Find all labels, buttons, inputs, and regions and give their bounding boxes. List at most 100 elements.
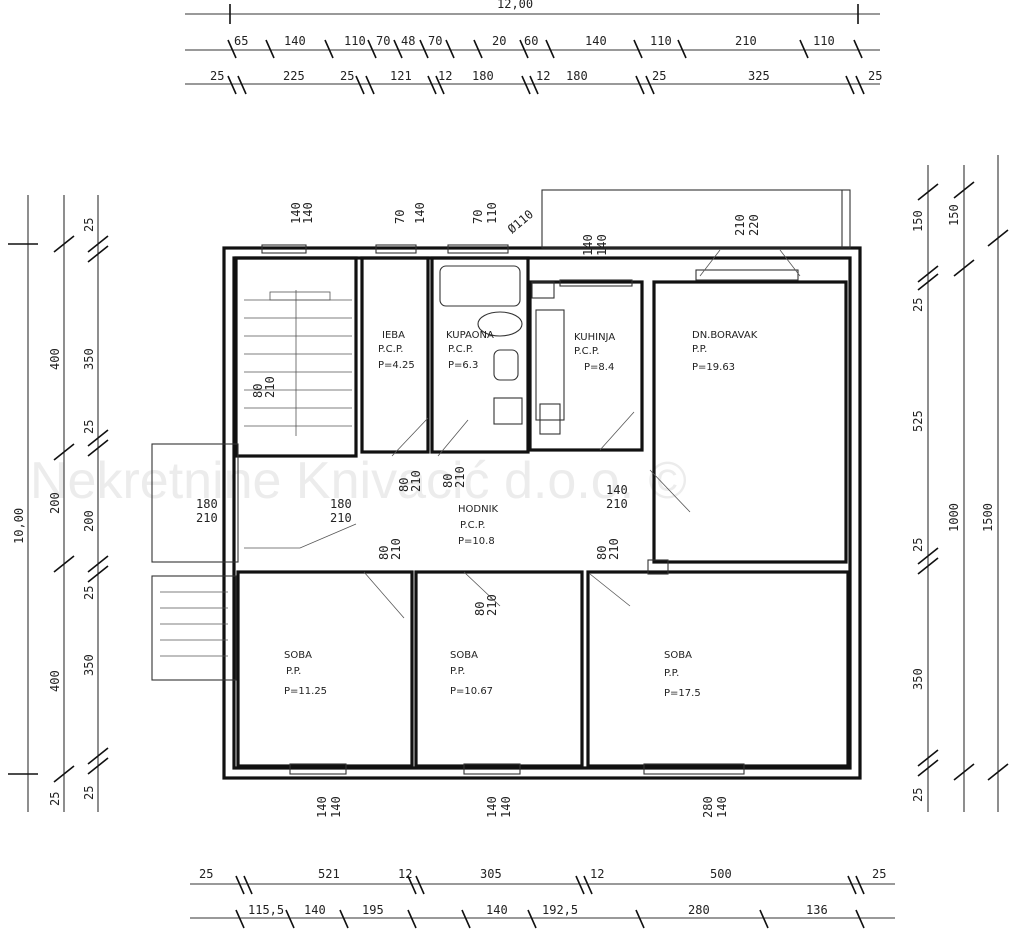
room-area: P=10.67	[450, 686, 493, 697]
room-bedroom-left: SOBA P.P. P=11.25	[284, 650, 327, 697]
dim-label: 140	[606, 483, 628, 497]
room-floor: P.C.P.	[378, 344, 403, 355]
room-area: P=10.8	[458, 536, 495, 547]
dim-label: 210	[330, 511, 352, 525]
dim-label: 525	[911, 410, 925, 432]
dim-label: 140	[284, 34, 306, 48]
opening-labels: 140 140 70 140 70 110 140 140 210 220 14…	[196, 202, 761, 818]
top-dimension-labels: 12,00 65 140 110 70 48 70 20 60 140 110 …	[210, 0, 882, 83]
dim-label: 210	[263, 376, 277, 398]
room-area: P=17.5	[664, 688, 701, 699]
bottom-dimension-lines	[190, 875, 895, 929]
room-floor: P.P.	[286, 666, 301, 677]
dim-label: 110	[485, 202, 499, 224]
dim-label: 12	[398, 867, 412, 881]
door-swings	[244, 249, 801, 619]
dim-label: 140	[485, 796, 499, 818]
dim-label: 12	[590, 867, 604, 881]
dim-label: 115,5	[248, 903, 284, 917]
dim-label: 200	[48, 492, 62, 514]
dim-label: 25	[911, 538, 925, 552]
dim-label: 70	[428, 34, 442, 48]
dim-label: 400	[48, 670, 62, 692]
dim-label: 180	[566, 69, 588, 83]
bottom-dimension-labels: 25 521 12 305 12 500 25 115,5 140 195 14…	[199, 867, 886, 917]
dim-label: 140	[289, 202, 303, 224]
room-floor: P.P.	[450, 666, 465, 677]
dim-label: 25	[199, 867, 213, 881]
room-floor: P.P.	[664, 668, 679, 679]
room-floor: P.C.P.	[574, 346, 599, 357]
room-area: P=11.25	[284, 686, 327, 697]
dim-label: 210	[196, 511, 218, 525]
dim-label: 305	[480, 867, 502, 881]
right-dimension-lines	[917, 155, 1009, 812]
watermark: Nekretnine Knivacić d.o.o. ©	[30, 452, 687, 510]
dim-label: 140	[595, 234, 609, 256]
dim-label: 280	[688, 903, 710, 917]
dim-label: 25	[82, 420, 96, 434]
dim-label: 210	[606, 497, 628, 511]
room-area: P=19.63	[692, 362, 735, 373]
dim-label: 121	[390, 69, 412, 83]
dim-label: 110	[344, 34, 366, 48]
dim-label: 180	[330, 497, 352, 511]
dim-label: 80	[251, 384, 265, 398]
dim-label: 12	[438, 69, 452, 83]
dim-label: 80	[377, 546, 391, 560]
dim-label: 400	[48, 348, 62, 370]
dim-label: 140	[304, 903, 326, 917]
dim-label: 192,5	[542, 903, 578, 917]
dim-label: 25	[652, 69, 666, 83]
dim-label: 140	[301, 202, 315, 224]
dim-label: 136	[806, 903, 828, 917]
room-floor: P.P.	[692, 344, 707, 355]
dim-label: 350	[82, 348, 96, 370]
dim-label: 60	[524, 34, 538, 48]
left-dimension-labels: 10,00 400 200 400 25 25 350 25 200 25 35…	[12, 218, 96, 806]
dim-label: 225	[283, 69, 305, 83]
dim-label: 25	[911, 788, 925, 802]
room-floor: P.C.P.	[448, 344, 473, 355]
room-name: SOBA	[284, 650, 312, 661]
top-dimension-lines	[185, 4, 880, 95]
dim-label: 210	[409, 470, 423, 492]
room-area: P=6.3	[448, 360, 478, 371]
dim-label: 140	[329, 796, 343, 818]
dim-label: 140	[715, 796, 729, 818]
dim-label: 140	[486, 903, 508, 917]
dim-label: 70	[393, 210, 407, 224]
right-dimension-labels: 150 25 525 25 350 25 150 1000 1500	[911, 204, 995, 802]
dim-label: 280	[701, 796, 715, 818]
dim-label: 350	[911, 668, 925, 690]
dim-label: 25	[82, 786, 96, 800]
dim-label: 80	[595, 546, 609, 560]
room-area: P=8.4	[584, 362, 614, 373]
dim-label: 25	[48, 792, 62, 806]
dim-label: 25	[82, 218, 96, 232]
dim-label: 20	[492, 34, 506, 48]
dim-label: 180	[472, 69, 494, 83]
room-name: KUPAONA	[446, 330, 494, 341]
dim-label: 210	[485, 594, 499, 616]
room-kitchen: KUHINJA P.C.P. P=8.4	[574, 332, 615, 373]
dim-label: 48	[401, 34, 415, 48]
dim-label: 210	[733, 214, 747, 236]
dim-label: 210	[607, 538, 621, 560]
dim-label: 220	[747, 214, 761, 236]
dim-overall-width: 12,00	[497, 0, 533, 11]
room-name: SOBA	[664, 650, 692, 661]
room-labels: IEBA P.C.P. P=4.25 KUPAONA P.C.P. P=6.3 …	[284, 330, 758, 699]
dim-label: 140	[315, 796, 329, 818]
dim-label: 110	[813, 34, 835, 48]
dim-label: 25	[340, 69, 354, 83]
room-name: SOBA	[450, 650, 478, 661]
room-living: DN.BORAVAK P.P. P=19.63	[692, 330, 758, 373]
dim-label: 65	[234, 34, 248, 48]
dim-label: 500	[710, 867, 732, 881]
dim-label: 25	[868, 69, 882, 83]
dim-label: 70	[471, 210, 485, 224]
dim-label: 140	[499, 796, 513, 818]
bathroom-fixtures	[439, 265, 669, 575]
dim-label: 140	[581, 234, 595, 256]
